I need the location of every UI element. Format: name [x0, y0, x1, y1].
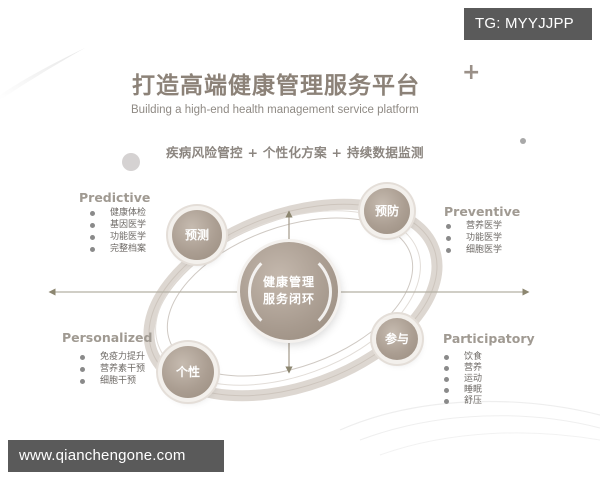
- inner-orbit: [166, 217, 414, 377]
- bullet-icon: [444, 399, 449, 404]
- bullet-icon: [80, 367, 85, 372]
- node-predict-label: 预测: [184, 227, 209, 242]
- node-participate: 参与: [376, 318, 418, 360]
- list-participatory: 饮食 营养 运动 睡眠 舒压: [442, 352, 482, 407]
- plus-decoration-icon: +: [462, 60, 481, 85]
- node-prevent: 预防: [364, 188, 410, 234]
- list-item: 细胞干预: [78, 375, 145, 387]
- node-predict: 预测: [172, 210, 222, 260]
- node-personal: 个性: [162, 346, 214, 398]
- node-participate-label: 参与: [384, 331, 409, 346]
- list-item: 基因医学: [88, 219, 146, 231]
- list-item: 饮食: [442, 352, 482, 363]
- bullet-icon: [444, 377, 449, 382]
- group-title-preventive: Preventive: [444, 204, 521, 219]
- tagline: 疾病风险管控 + 个性化方案 + 持续数据监测: [166, 145, 424, 160]
- bullet-icon: [80, 355, 85, 360]
- list-item: 营养医学: [444, 220, 502, 232]
- bullet-icon: [90, 235, 95, 240]
- center-node: 健康管理 服务闭环: [240, 242, 338, 340]
- decor-dot-small: [520, 138, 526, 144]
- list-item: 免疫力提升: [78, 351, 145, 363]
- bullet-icon: [90, 247, 95, 252]
- list-item: 营养: [442, 363, 482, 374]
- list-item: 睡眠: [442, 385, 482, 396]
- decor-swoosh: [0, 48, 85, 100]
- list-item: 舒压: [442, 396, 482, 407]
- bullet-icon: [446, 236, 451, 241]
- list-item: 健康体检: [88, 207, 146, 219]
- page-title: 打造高端健康管理服务平台: [132, 73, 420, 99]
- list-item: 营养素干预: [78, 363, 145, 375]
- page-subtitle-en: Building a high-end health management se…: [131, 104, 419, 116]
- list-preventive: 营养医学 功能医学 细胞医学: [444, 220, 502, 256]
- bullet-icon: [446, 248, 451, 253]
- list-item: 功能医学: [444, 232, 502, 244]
- bullet-icon: [444, 366, 449, 371]
- bullet-icon: [444, 388, 449, 393]
- group-title-participatory: Participatory: [443, 331, 535, 346]
- list-predictive: 健康体检 基因医学 功能医学 完整档案: [88, 207, 146, 255]
- list-item: 运动: [442, 374, 482, 385]
- node-personal-label: 个性: [175, 364, 200, 379]
- center-ring-decoration: [248, 250, 332, 334]
- list-personalized: 免疫力提升 营养素干预 细胞干预: [78, 351, 145, 387]
- group-title-predictive: Predictive: [79, 190, 151, 205]
- list-item: 功能医学: [88, 231, 146, 243]
- watermark-top-right: TG: MYYJJPP: [464, 8, 592, 40]
- bullet-icon: [80, 379, 85, 384]
- bullet-icon: [90, 223, 95, 228]
- bullet-icon: [90, 211, 95, 216]
- list-item: 完整档案: [88, 243, 146, 255]
- bullet-icon: [446, 224, 451, 229]
- node-prevent-label: 预防: [374, 203, 399, 218]
- group-title-personalized: Personalized: [62, 330, 153, 345]
- watermark-bottom-left: www.qianchengone.com: [8, 440, 224, 472]
- list-item: 细胞医学: [444, 244, 502, 256]
- bullet-icon: [444, 355, 449, 360]
- decor-dot-large: [122, 153, 140, 171]
